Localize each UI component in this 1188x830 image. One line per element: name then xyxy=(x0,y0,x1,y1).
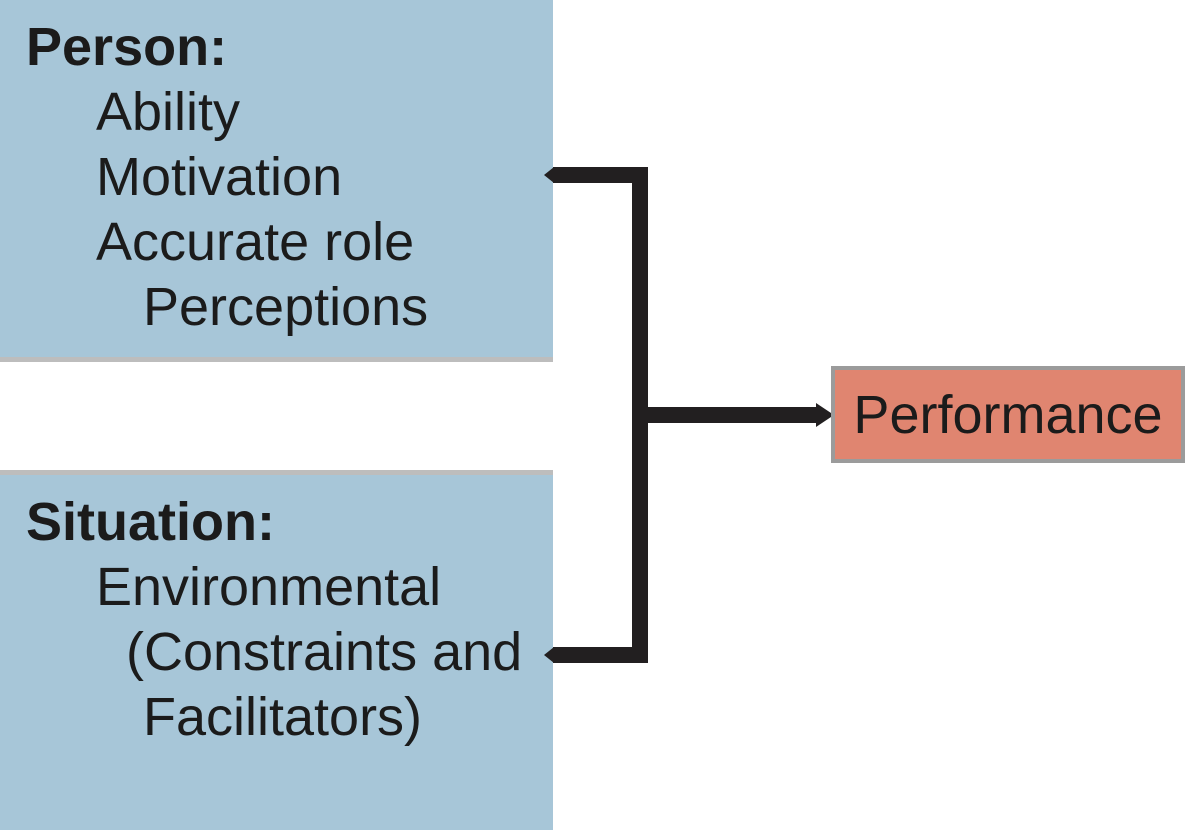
connector-person-horizontal xyxy=(553,167,648,183)
situation-box: Situation: Environmental(Constraints and… xyxy=(0,470,553,830)
connector-start-nub-person-icon xyxy=(544,167,554,183)
box-line: (Constraints and xyxy=(126,622,523,682)
box-line: Accurate role xyxy=(96,212,415,272)
performance-box: Performance xyxy=(831,366,1185,463)
box-line: Motivation xyxy=(96,147,343,207)
connector-start-nub-situation-icon xyxy=(544,647,554,663)
box-line: Facilitators) xyxy=(143,687,423,747)
arrowhead-right-icon xyxy=(816,403,834,427)
box-line: Ability xyxy=(96,82,241,142)
box-line: Environmental xyxy=(96,557,442,617)
connector-performance-horizontal xyxy=(632,407,818,423)
connector-situation-horizontal xyxy=(553,647,648,663)
performance-box-label: Performance xyxy=(853,384,1163,445)
situation-box-title: Situation: xyxy=(26,492,275,552)
person-box-title: Person: xyxy=(26,17,228,77)
box-line: Perceptions xyxy=(143,277,429,337)
